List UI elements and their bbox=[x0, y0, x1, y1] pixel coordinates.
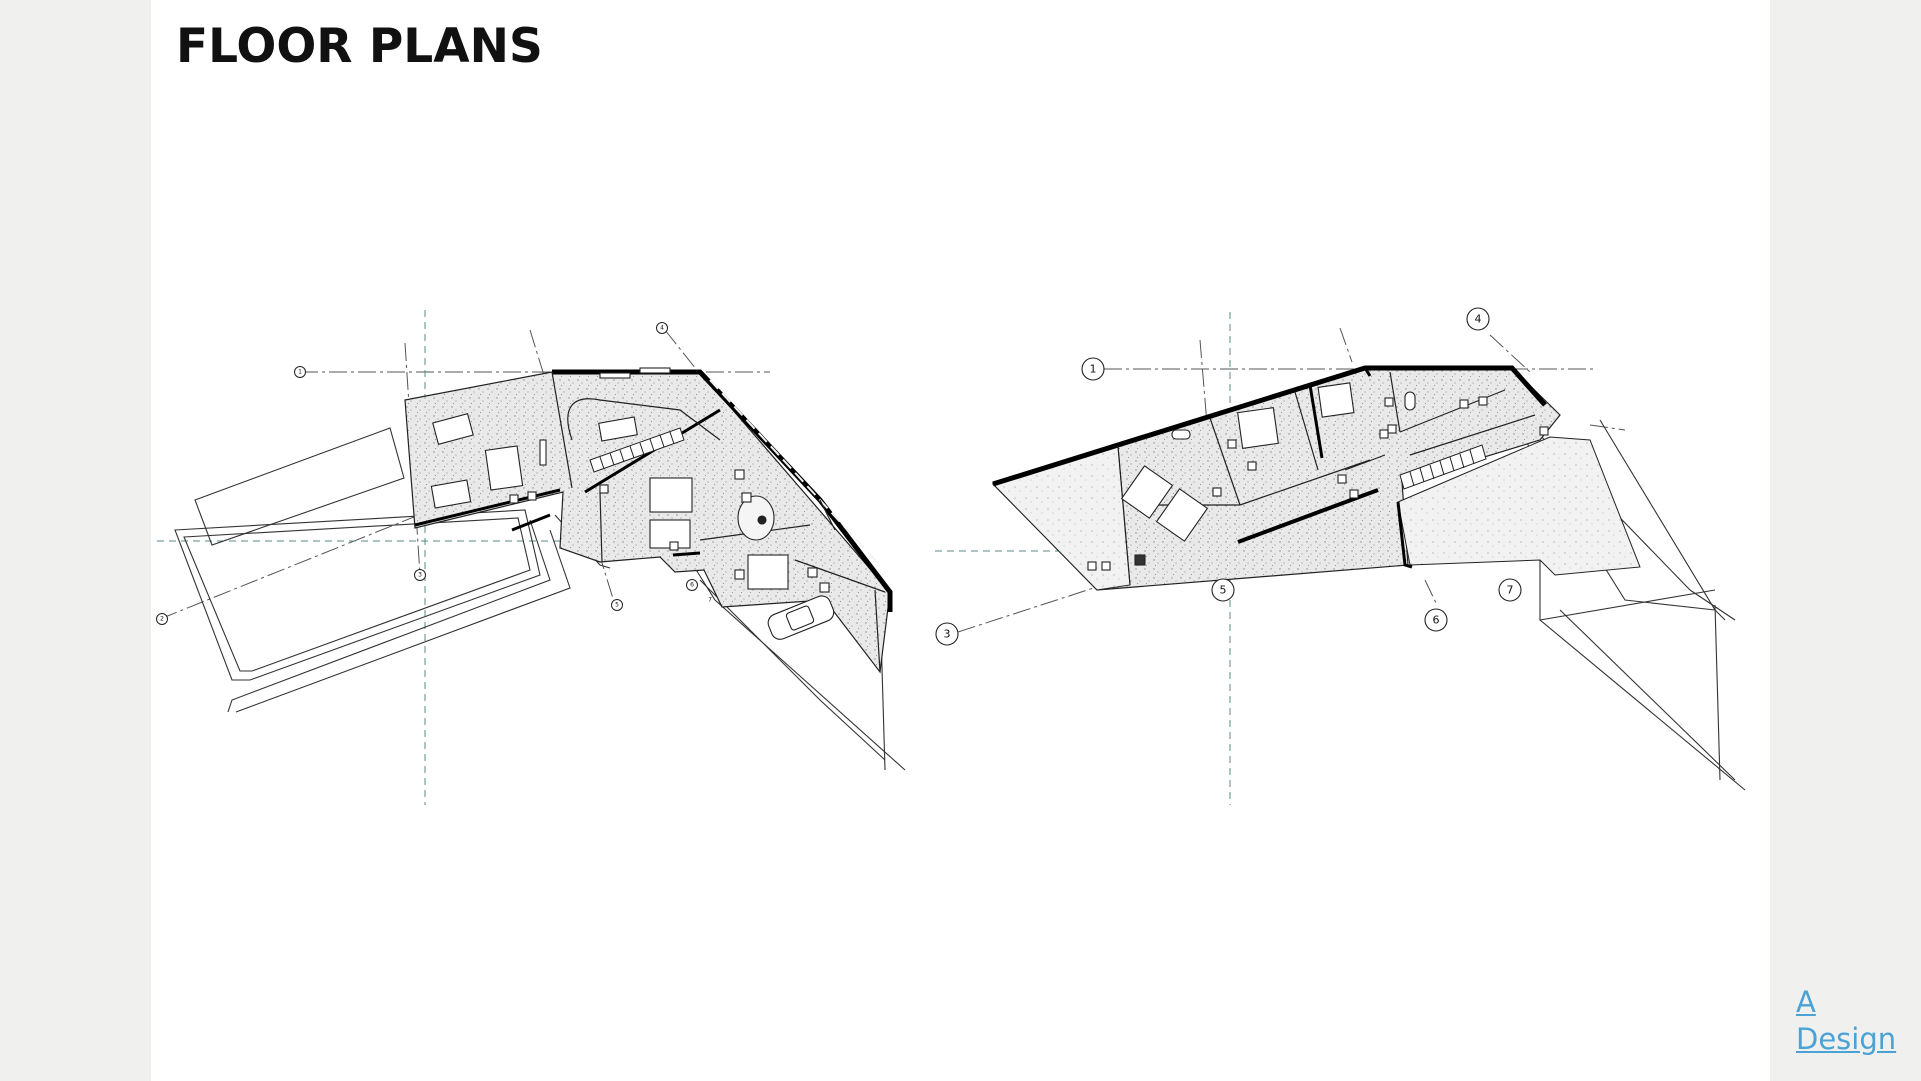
brand-logo-link[interactable]: A Design bbox=[1796, 984, 1906, 1058]
gridline-label-left-2: 2 bbox=[160, 616, 164, 623]
gridline-labels-right: 1 3 4 5 6 7 bbox=[944, 313, 1514, 641]
building-right bbox=[991, 365, 1641, 591]
stair-right bbox=[1399, 444, 1487, 490]
ground-floor-plan bbox=[156, 310, 906, 805]
furniture-left bbox=[430, 367, 835, 640]
gridline-bubbles-right bbox=[935, 307, 1522, 646]
gridline-labels-left: 1 2 3 4 5 6 7 bbox=[160, 325, 712, 623]
gridline-label-left-3: 3 bbox=[418, 572, 422, 579]
gridline-label-1: 1 bbox=[1090, 363, 1097, 376]
page-title: FLOOR PLANS bbox=[176, 19, 543, 74]
gridline-label-left-5: 5 bbox=[615, 602, 619, 609]
building-left bbox=[404, 367, 893, 674]
upper-floor-plan: 1 3 4 5 6 7 1 2 3 4 5 6 7 bbox=[160, 307, 1746, 805]
gridline-label-7: 7 bbox=[1507, 584, 1514, 597]
brand-line-1: A bbox=[1796, 985, 1816, 1019]
terrace-outline-left bbox=[174, 427, 906, 771]
gridline-bubbles-left bbox=[156, 322, 698, 625]
gridline-label-left-6: 6 bbox=[690, 582, 694, 589]
stair-left bbox=[589, 427, 685, 473]
furniture-right bbox=[1087, 382, 1549, 571]
gridline-label-5: 5 bbox=[1220, 584, 1227, 597]
gridline-label-left-4: 4 bbox=[660, 325, 664, 332]
gridline-label-4: 4 bbox=[1475, 313, 1482, 326]
gridline-label-6: 6 bbox=[1433, 614, 1440, 627]
brand-line-2: Design bbox=[1796, 1022, 1897, 1056]
gridline-label-left-1: 1 bbox=[298, 369, 302, 376]
car-icon bbox=[767, 595, 835, 640]
gridline-label-3: 3 bbox=[944, 628, 951, 641]
gridline-label-left-7: 7 bbox=[708, 597, 712, 604]
